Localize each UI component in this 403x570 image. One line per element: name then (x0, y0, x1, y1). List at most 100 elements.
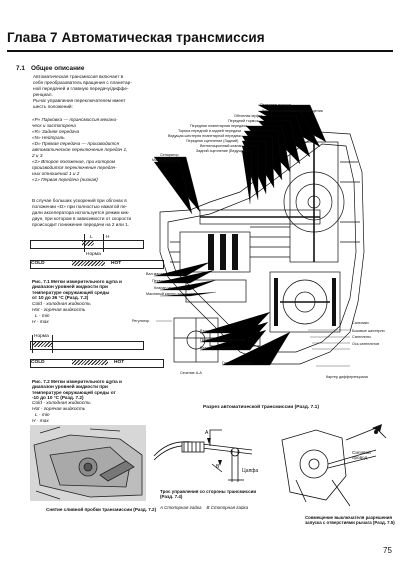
callout: Масляный картер трансмиссии (146, 292, 200, 296)
acc-line: положении «D» при полностью нажатой пе- (32, 204, 128, 210)
intro-line: ной передачей и главную передачу/диффе- (33, 86, 129, 92)
intro-line: шесть положений: (33, 104, 73, 110)
max-mark (52, 335, 53, 353)
callout: Картер дифференциала (326, 375, 369, 379)
position-item: ческ и застопорена (32, 123, 76, 129)
drain-plug-drawing (30, 425, 146, 501)
dipstick-figure-1: L H Норма COLD HOT (28, 232, 164, 276)
callout: Боковые шестерни (352, 329, 385, 333)
callout: Тормоз передний и задней передачи (178, 129, 241, 133)
caption-line: от 10 до 36 °С (Разд. 7.2) (32, 295, 89, 301)
caption-line: диапазон уровней жидкости при (32, 384, 108, 390)
callout: Корпус преобразователя вращения (262, 109, 323, 113)
position-item: автоматическое переключение передач 1, (32, 147, 128, 153)
callout: Ось сателлитов (352, 342, 379, 346)
power-wire-label: Силовой провод (352, 450, 371, 460)
dipstick-upper-hatch (82, 240, 94, 247)
note-line: Hot - горячая жидкость (32, 308, 86, 313)
cable-label-nut: Цапфа (242, 468, 258, 474)
callout: Передний тормоз (228, 119, 258, 123)
caption-line: температуре окружающей среды от (32, 389, 116, 395)
dipstick-lower-hatch (72, 260, 105, 267)
callout-text-layer: Передняя крышка Корпус преобразователя в… (132, 103, 385, 379)
cable-label-a: A (205, 430, 209, 436)
cold-label: COLD (31, 261, 45, 266)
note-line: Hot - горячая жидкость (32, 407, 86, 412)
note-line: L - min (35, 413, 50, 418)
fig-7-1-caption: Рис. 7.1 Метки измерительного щупа и диа… (32, 279, 167, 301)
position-item: «1» Первая передача (низкая) (32, 177, 98, 183)
h-mark (103, 234, 104, 252)
callout: Регулятор (132, 319, 149, 323)
callout: Передняя сцепление (Задний) (186, 139, 238, 143)
position-item: 2 и 3 (32, 153, 43, 159)
intro-line: ренциал. (33, 92, 53, 98)
callout: Главная передача (222, 361, 254, 365)
callout: Передняя планетарная передача (190, 124, 248, 128)
dipstick-figure-2: Норма COLD HOT (28, 333, 164, 377)
hot-label: HOT (114, 360, 125, 365)
l-mark (84, 234, 85, 252)
caption-line: Рис. 7.2 Метки измерительного щупа и (32, 379, 122, 384)
callout: Клапан управления (154, 286, 188, 290)
callout: Сателлиты (352, 335, 371, 339)
callout: Обгонная муфта (234, 114, 263, 118)
transmission-callouts: Передняя крышка Корпус преобразователя в… (132, 102, 390, 394)
note-line: Cold - холодная жидкость (32, 302, 91, 307)
position-item: «R» Задняя передача (32, 129, 80, 135)
note-line: Cold - холодная жидкость (32, 401, 91, 406)
l-label: L (90, 235, 93, 240)
cable-label-b: B (216, 464, 220, 470)
switch-caption: Совмещение выключателя разрешения запуск… (305, 515, 395, 526)
drain-plug-caption: Снятие сливной пробки трансмиссии (Разд.… (46, 507, 157, 512)
callout: Сепаратор (160, 153, 179, 157)
transmission-caption: Разрез автоматической трансмиссии (Разд.… (203, 405, 319, 410)
dipstick-lower-hatch (72, 359, 108, 366)
intro-line: Рычаг управления переключателем имеет (33, 98, 126, 104)
norm-label: Норма (86, 252, 101, 257)
intro-line: Автоматическая трансмиссия включает в (33, 74, 124, 79)
acc-line: дали акселератора используется режим кик… (32, 210, 130, 216)
note-line: H - max (32, 419, 49, 424)
chapter-title: Глава 7 Автоматическая трансмиссия (7, 30, 265, 45)
fig-7-2-caption: Рис. 7.2 Метки измерительного щупа и диа… (32, 379, 167, 401)
callout: Промежуточная шестерня (200, 338, 245, 342)
hot-label: HOT (111, 261, 122, 266)
position-item: ных отношений 1 и 2 (32, 171, 80, 177)
cold-label: COLD (31, 360, 45, 365)
page-number: 75 (383, 546, 392, 555)
callout: Передняя крышка (260, 103, 292, 107)
position-item: «N» Нейтраль (32, 135, 65, 141)
callout: Вентиляционный клапан (200, 144, 242, 148)
neutral-switch-drawing (281, 424, 387, 507)
position-item: «Р» Парковка — трансмиссия механи- (32, 117, 118, 122)
control-cable-drawing: A B Цапфа (153, 429, 258, 482)
callout: Задний сцепление (Ведущей) (196, 149, 247, 153)
kickdown-paragraph: В случае больших ускорений при обгонах в… (32, 198, 164, 228)
callout: Ведомая шестерня (200, 346, 233, 350)
caption-line: диапазон уровней жидкости при (32, 284, 108, 290)
selector-positions-list: «Р» Парковка — трансмиссия механи- ческ … (32, 117, 162, 184)
cable-caption: Трос управления со стороны трансмиссии (… (160, 489, 257, 500)
dipstick-upper-bar (30, 341, 144, 350)
position-item: производится переключение передач- (32, 165, 117, 171)
intro-line: себя преобразователь вращения с планетар… (33, 80, 132, 86)
callout: Сальники (352, 321, 369, 325)
caption-line: температуре окружающей среды (32, 289, 110, 295)
callout: Вал масляного насоса (146, 272, 186, 276)
header-rule (7, 50, 393, 52)
note-line: L - min (35, 314, 50, 319)
intro-paragraph: Автоматическая трансмиссия включает в се… (33, 74, 161, 110)
acc-line: В случае больших ускорений при обгонах в (32, 198, 127, 203)
norm-label: Норма (34, 334, 49, 339)
position-item: «D» Прямая передача — производится (32, 141, 119, 147)
position-item: «2» Второе положение, при котором (32, 159, 116, 165)
callout: Первичный вал (152, 279, 179, 283)
acc-line: даун, при котором в зависимости от скоро… (32, 216, 132, 222)
transmission-cutaway-drawing (154, 104, 365, 367)
note-line: H - max (32, 320, 49, 325)
min-mark (32, 335, 33, 353)
dipstick-upper-hatch (32, 341, 52, 348)
section-number: 7.1 (16, 65, 25, 72)
acc-line: происходит понижение передачи на 2 или 1… (32, 222, 129, 228)
